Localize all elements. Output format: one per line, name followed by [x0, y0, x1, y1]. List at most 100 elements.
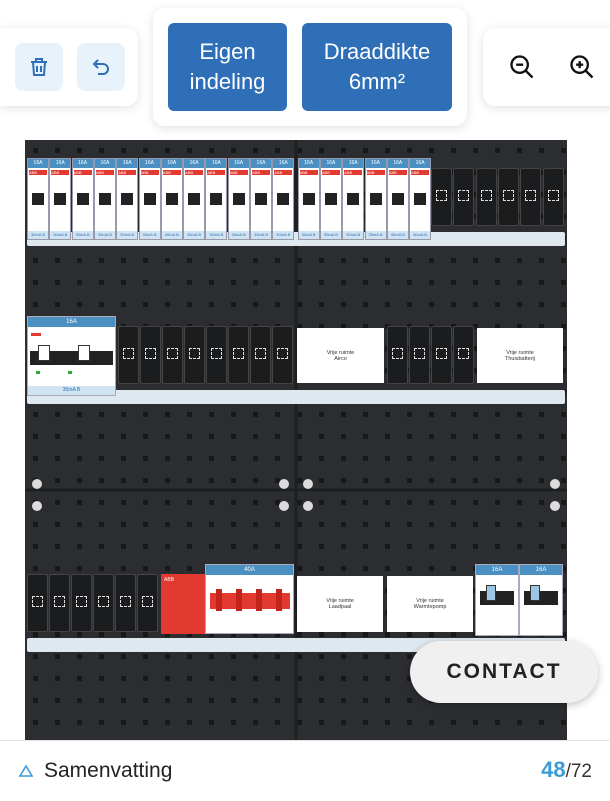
blank-icon	[142, 596, 153, 607]
main-switch[interactable]: 40A	[205, 564, 294, 634]
blank-icon	[255, 348, 266, 359]
breaker-rcd-label: 30mA B	[161, 231, 182, 239]
breaker-brand: ABB	[252, 170, 270, 175]
blank-cover[interactable]	[115, 574, 136, 632]
blank-cover[interactable]	[431, 326, 452, 384]
zoom-in-button[interactable]	[560, 45, 604, 89]
blank-icon	[436, 190, 447, 201]
breaker-brand: ABB	[185, 170, 204, 175]
blank-icon	[211, 348, 222, 359]
blank-icon	[233, 348, 244, 359]
free-space-battery[interactable]: Vrije ruimte Thuisbatterij	[477, 328, 563, 383]
breaker-brand: ABB	[95, 170, 114, 175]
breaker-rcd-label: 30mA B	[251, 231, 271, 239]
blank-cover[interactable]	[137, 574, 158, 632]
blank-cover[interactable]	[409, 326, 430, 384]
delete-button[interactable]	[15, 43, 63, 91]
breaker-brand: ABB	[207, 170, 226, 175]
breaker-rating: 16A	[28, 159, 48, 168]
wire-thickness-button[interactable]: Draaddikte 6mm²	[302, 23, 452, 111]
breaker-right-1[interactable]: 16A	[475, 564, 519, 636]
blank-cover[interactable]	[71, 574, 92, 632]
breaker-toggle	[391, 193, 404, 205]
breaker-brand: ABB	[366, 170, 385, 175]
free-space-heatpump[interactable]: Vrije ruimte Warmtepomp	[387, 576, 473, 632]
breaker-rating: 16A	[251, 159, 271, 168]
contact-button[interactable]: CONTACT	[410, 641, 598, 703]
breaker-brand: ABB	[388, 170, 407, 175]
blank-cover[interactable]	[431, 168, 452, 226]
toolbar-left-card	[0, 28, 138, 106]
blank-cover[interactable]	[228, 326, 249, 384]
summary-toggle[interactable]: Samenvatting	[18, 759, 172, 783]
blank-cover[interactable]	[453, 168, 475, 226]
zoom-out-icon	[510, 55, 534, 79]
blank-cover[interactable]	[27, 574, 48, 632]
blank-icon	[145, 348, 156, 359]
blank-cover[interactable]	[475, 168, 497, 226]
blank-cover[interactable]	[453, 326, 474, 384]
breaker-16a[interactable]: 16A ABB 30mA B	[250, 158, 272, 240]
blank-cover[interactable]	[387, 326, 408, 384]
free-space-charger[interactable]: Vrije ruimte Laadpaal	[297, 576, 383, 632]
zoom-out-button[interactable]	[500, 45, 544, 89]
surge-protector[interactable]: ABB	[161, 574, 205, 634]
breaker-rating: 16A	[50, 159, 71, 168]
breaker-toggle	[32, 193, 44, 205]
breaker-rating: 16A	[117, 159, 138, 168]
breaker-rcd-label: 30mA B	[320, 231, 341, 239]
rcd-module-large[interactable]: 16A 30mA B	[27, 316, 116, 396]
breaker-rcd-label: 30mA B	[28, 231, 48, 239]
rcd-label-footer: 30mA B	[28, 386, 115, 395]
summary-label: Samenvatting	[44, 759, 173, 782]
blank-cover[interactable]	[93, 574, 114, 632]
breaker-brand: ABB	[73, 170, 92, 175]
breaker-rating: 16A	[298, 159, 319, 168]
blank-cover[interactable]	[140, 326, 161, 384]
breaker-toggle	[369, 193, 382, 205]
blank-cover[interactable]	[272, 326, 293, 384]
blank-cover[interactable]	[49, 574, 70, 632]
breaker-brand: ABB	[274, 170, 293, 175]
breaker-brand: ABB	[344, 170, 363, 175]
blank-cover[interactable]	[184, 326, 205, 384]
surge-label: ABB	[164, 577, 175, 583]
breaker-right-2[interactable]: 16A	[519, 564, 563, 636]
blank-cover[interactable]	[542, 168, 564, 226]
blank-cover[interactable]	[162, 326, 183, 384]
blank-cover[interactable]	[118, 326, 139, 384]
blank-cover[interactable]	[497, 168, 519, 226]
blank-cover[interactable]	[250, 326, 271, 384]
breaker-toggle	[188, 193, 201, 205]
blank-icon	[414, 348, 425, 359]
blank-cover[interactable]	[520, 168, 542, 226]
undo-button[interactable]	[77, 43, 125, 91]
step-total: /72	[565, 761, 592, 782]
zoom-in-icon	[570, 55, 594, 79]
blank-cover[interactable]	[206, 326, 227, 384]
breaker-rating: 16A	[343, 159, 364, 168]
free-space-airco[interactable]: Vrije ruimte Airco	[297, 328, 384, 383]
custom-layout-button[interactable]: Eigen indeling	[168, 23, 287, 111]
breaker-toggle	[210, 193, 223, 205]
breaker-toggle	[302, 193, 315, 205]
breaker-rating: 16A	[139, 159, 160, 168]
